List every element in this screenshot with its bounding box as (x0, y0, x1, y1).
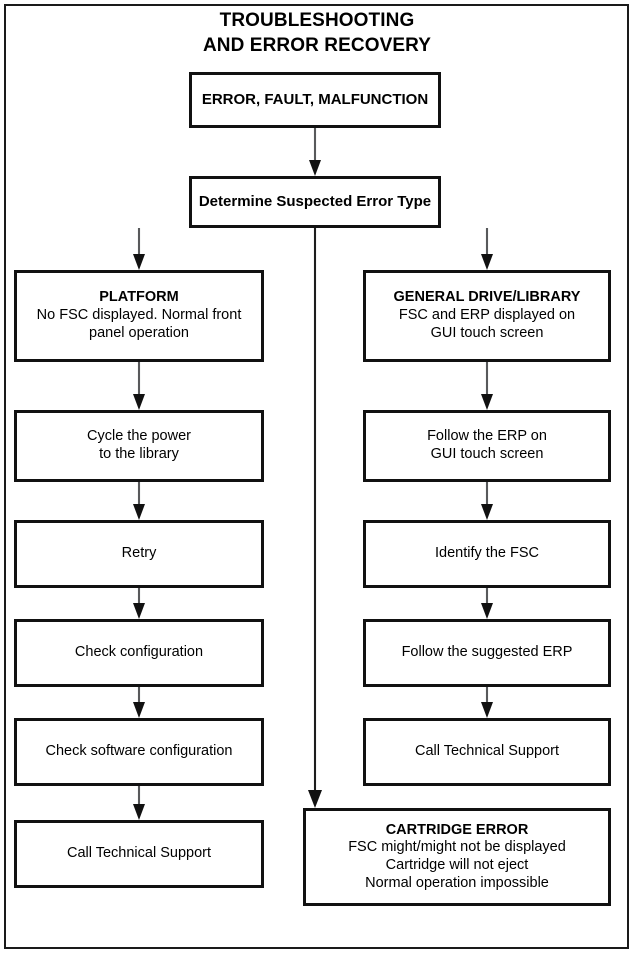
node-call-technical-support-right[interactable]: Call Technical Support (363, 718, 611, 786)
node-check-software-configuration[interactable]: Check software configuration (14, 718, 264, 786)
node-follow-erp-gui-line-2: GUI touch screen (430, 446, 544, 462)
node-follow-erp-gui-line-1: Follow the ERP on (427, 428, 547, 445)
node-cycle-power-line-2: to the library (99, 446, 179, 462)
node-general-drive-line-1: FSC and ERP displayed on (398, 307, 576, 324)
node-check-sw-config-line-1: Check software configuration (45, 743, 233, 760)
node-check-config-line-1: Check configuration (74, 644, 204, 661)
node-call-support-right-line-1: Call Technical Support (414, 743, 559, 760)
node-retry-line-1: Retry (121, 545, 157, 562)
node-follow-suggested-line-1: Follow the suggested ERP (401, 644, 573, 661)
page-title-line-2: AND ERROR RECOVERY (202, 35, 432, 57)
node-follow-the-suggested-erp[interactable]: Follow the suggested ERP (363, 619, 611, 687)
node-cartridge-error-line-2: Cartridge will not eject (385, 857, 529, 873)
node-cartridge-error-heading: CARTRIDGE ERROR (385, 821, 529, 838)
node-cartridge-error-line-1: FSC might/might not be displayed (348, 839, 566, 856)
node-cycle-the-power[interactable]: Cycle the power to the library (14, 410, 264, 482)
node-cycle-power-line-1: Cycle the power (87, 428, 191, 445)
page-title: TROUBLESHOOTING AND ERROR RECOVERY (0, 8, 634, 58)
node-determine-type-heading: Determine Suspected Error Type (198, 192, 432, 210)
node-platform-heading: PLATFORM (99, 289, 179, 306)
page-title-line-1: TROUBLESHOOTING (219, 10, 415, 31)
node-follow-the-erp-on-gui[interactable]: Follow the ERP on GUI touch screen (363, 410, 611, 482)
node-cartridge-error-line-3: Normal operation impossible (365, 874, 549, 891)
node-platform-line-1: No FSC displayed. Normal front (36, 307, 242, 324)
node-error-fault-malfunction[interactable]: ERROR, FAULT, MALFUNCTION (189, 72, 441, 128)
node-cartridge-error[interactable]: CARTRIDGE ERROR FSC might/might not be d… (303, 808, 611, 906)
node-identify-the-fsc[interactable]: Identify the FSC (363, 520, 611, 588)
node-determine-suspected-error-type[interactable]: Determine Suspected Error Type (189, 176, 441, 228)
node-general-drive-heading: GENERAL DRIVE/LIBRARY (393, 289, 581, 306)
node-platform[interactable]: PLATFORM No FSC displayed. Normal front … (14, 270, 264, 362)
node-check-configuration[interactable]: Check configuration (14, 619, 264, 687)
node-call-technical-support-left[interactable]: Call Technical Support (14, 820, 264, 888)
node-general-drive-library[interactable]: GENERAL DRIVE/LIBRARY FSC and ERP displa… (363, 270, 611, 362)
node-retry[interactable]: Retry (14, 520, 264, 588)
outer-border-frame (4, 4, 629, 949)
node-call-support-left-line-1: Call Technical Support (66, 845, 211, 862)
node-error-fault-heading: ERROR, FAULT, MALFUNCTION (201, 90, 429, 108)
node-general-drive-line-2: GUI touch screen (430, 324, 544, 341)
node-platform-line-2: panel operation (89, 324, 189, 341)
node-identify-fsc-line-1: Identify the FSC (435, 545, 539, 562)
